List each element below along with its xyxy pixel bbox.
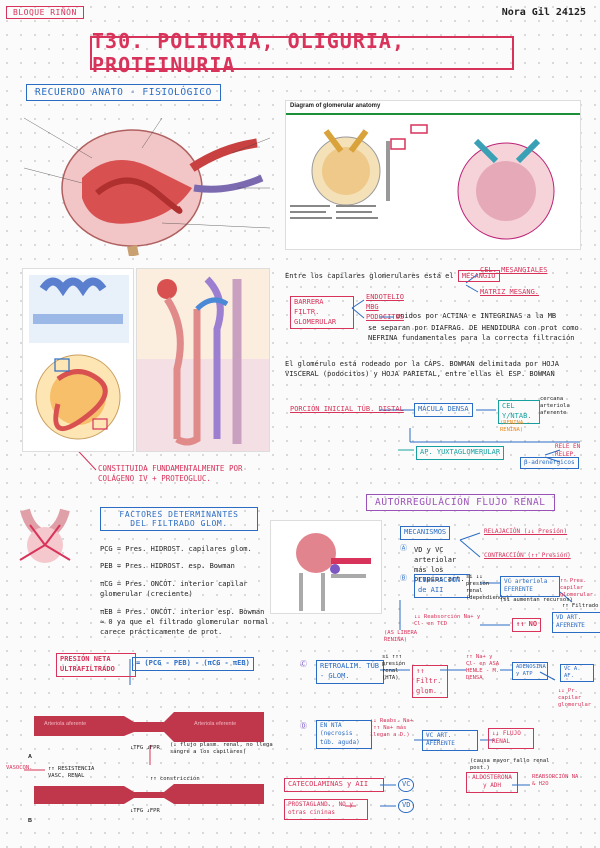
podocyte-illustration (22, 268, 134, 452)
constituida-note: CONSTITUIDA FUNDAMENTALMENTE POR COLÁGEN… (98, 464, 243, 483)
tube-a-bottom: ↓TFG ↓FPR (130, 745, 160, 751)
nephron-illustration (136, 268, 270, 452)
mesangio-opt1: CEL. MESANGIALES (480, 266, 548, 274)
mech-b-filtrado: ↑↑ Filtrado (562, 603, 599, 609)
mech-b-note: si ↓↓ presión renal (dependiendo) (466, 574, 510, 602)
mech-c-box: RETROALIM. TÚB - GLOM. (316, 660, 384, 684)
mech-b-circle: Ⓑ (400, 574, 407, 582)
mech-d-vc: VC ART. AFERENTE (422, 730, 478, 751)
author-date: Nora Gil 24125 (501, 7, 586, 18)
mech-d-flujo: ↓↓ FLUJO RENAL (488, 728, 534, 749)
mech-c-vc: VC A. AF. (560, 664, 594, 683)
page-title: T30. POLIURIA, OLIGURIA, PROTEINURIA (90, 29, 514, 77)
pnf-label: PRESIÓN NETA ULTRAFILTRADO (56, 653, 136, 677)
tube-a-left: Arteriola aferente (44, 721, 87, 727)
aldosterona-box: ALDOSTERONA y ADH (466, 772, 518, 793)
catecolaminas-vc: VC (398, 778, 415, 792)
glomerulus-illustration (22, 108, 272, 256)
barrera-item-podocitos: PODOCITOS (366, 313, 404, 321)
mech-d-box: EN NTA (necrosis túb. aguda) (316, 720, 372, 750)
diagram-title: Diagram of glomerular anatomy (290, 103, 381, 109)
ap-yuxtaglomerular-box: AP. YUXTAGLOMERULAR (416, 446, 505, 460)
barrera-note: unidos por ACTINA e INTEGRINAS a la MB (396, 312, 557, 320)
tube-a-caption: (↓ flujo plasm. renal, no llega sangre a… (170, 742, 273, 756)
mech-c-note: si ↑↑↑ presión renal (HTA) (382, 654, 406, 682)
mech-c-adenosina: ADENOSINA y ATP (512, 662, 548, 681)
diagram-rule (286, 113, 580, 115)
tube-a-right: Arteriola eferente (194, 721, 237, 727)
prostaglandinas-vd: VD (398, 799, 415, 813)
tube-b-note: ↑↑ constricción (150, 776, 200, 782)
barrera-note-2: se separan por DIAFRAG. DE HENDIDURA con… (368, 324, 579, 342)
arteriole-tubes: Arteriola aferente Arteriola eferente A … (24, 700, 274, 830)
ap-rele: RELE EN RELEP. (555, 443, 581, 459)
tube-a-note: ↑↑ RESISTENCIA VASC. RENAL (48, 766, 95, 780)
bullet-mesangio: Entre los capilares glomerulares está el… (285, 270, 500, 282)
cercana-arteriola: cercana arteriola aferente (540, 396, 570, 417)
mech-c-filtr: ↑↑ Filtr. glom. (412, 665, 448, 699)
mech-a-text: VD y VC arteriolar más los propios art. (414, 546, 465, 584)
glomerular-anatomy-diagram: Diagram of glomerular anatomy (285, 100, 581, 250)
barrera-item-endotelio: ENDOTELIO (366, 293, 404, 301)
factor-picg: πCG = Pres. ONCÓT. interior capilar glom… (100, 580, 248, 598)
mech-a-relajacion: RELAJACIÓN (↓↓ Presión) (484, 528, 568, 535)
bullet-mesangio-text: Entre los capilares glomerulares está el (285, 272, 454, 280)
section-recuerdo-heading: RECUERDO ANATO - FISIOLÓGICO (26, 84, 221, 101)
mech-a-contraccion: CONTRACCIÓN (↑↑ Presión) (484, 552, 571, 559)
bullet-bowman: El glomérulo está rodeado por la CÁPS. B… (285, 360, 559, 378)
mech-d-note: ↓↓ Reabs. Na+ (↑↑ Na+ más llegan a D.) (370, 718, 414, 739)
mesangio-opt2: MATRIZ MESANG. (480, 288, 540, 296)
pnf-formula: = (PCG - PEB) - (πCG - πEB) (132, 657, 254, 671)
tube-label-b: B (28, 818, 32, 824)
porcion-inicial: PORCIÓN INICIAL TÚB. DISTAL (290, 405, 404, 413)
mech-b-no: ↑↑ NO (512, 618, 542, 632)
factores-heading: FACTORES DETERMINANTES DEL FILTRADO GLOM… (100, 507, 258, 531)
mecanismos-box: MECANISMOS (400, 526, 451, 540)
mesangio-box: MESANGIO (457, 270, 500, 282)
autoreg-side-note: (AS LIBERA RENINA) (384, 630, 418, 644)
factor-pieb: πEB = Pres. ONCÓT. interior esp. Bowman … (100, 608, 269, 636)
glomerulus-arrows-illustration (10, 500, 80, 570)
prostaglandinas-box: PROSTAGLAND., NO y otras cininas (284, 799, 368, 820)
aldosterona-result: REABSORCIÓN NA & H2O (532, 774, 579, 788)
ap-beta: β-adrenérgicos (520, 457, 579, 470)
barrera-item-mbg: MBG (366, 303, 379, 311)
barrera-box: BARRERA FILTR. GLOMERULAR (290, 296, 354, 330)
cel-yuxtag-box: CEL Y/NTAB. (498, 400, 540, 424)
block-tag: BLOQUE RIÑÓN (6, 6, 84, 19)
mech-b-vd: VD ART. AFERENTE (552, 612, 600, 633)
glomerulus-flow-illustration (270, 520, 382, 614)
mech-b-pres: ↑↑ Pres. capilar glomerular (560, 578, 594, 599)
mech-c-res: ↓↓ Pr. capilar glomerular (558, 688, 592, 709)
factor-pcg: PCG = Pres. HIDROST. capilares glom. (100, 545, 252, 553)
tube-b-bottom: ↓TFG ↓FPR (130, 808, 160, 814)
tube-label-a: A (28, 754, 32, 760)
mech-b-vc-note: (si aumentan recursos) (500, 597, 573, 603)
autoreg-heading: AUTORREGULACIÓN FLUJO RENAL (366, 494, 555, 511)
mech-d-circle: Ⓓ (300, 722, 307, 730)
mech-b-mid: ↓↓ Reabsorción Na+ y Cl- en TCD (414, 614, 481, 628)
mech-b-vc-eferente: VC arteriola EFERENTE (500, 576, 560, 597)
macula-densa-box: MÁCULA DENSA (414, 403, 473, 417)
mech-c-na: ↑↑ Na+ y Cl- en ASA HENLE - M. DENSA (466, 654, 500, 682)
renina-note: (RENINA - RENINA) (500, 420, 530, 434)
mech-b-box: LIBERACIÓN de AII (414, 574, 470, 598)
catecolaminas-box: CATECOLAMINAS y AII (284, 778, 384, 792)
mech-d-sub: (causa mayor fallo renal post.) (470, 758, 550, 772)
factor-peb: PEB = Pres. HIDROST. esp. Bowman (100, 562, 235, 570)
vasocon-label: VASOCON. (6, 765, 33, 771)
mech-c-circle: Ⓒ (300, 660, 307, 668)
mech-a-circle: Ⓐ (400, 544, 407, 552)
